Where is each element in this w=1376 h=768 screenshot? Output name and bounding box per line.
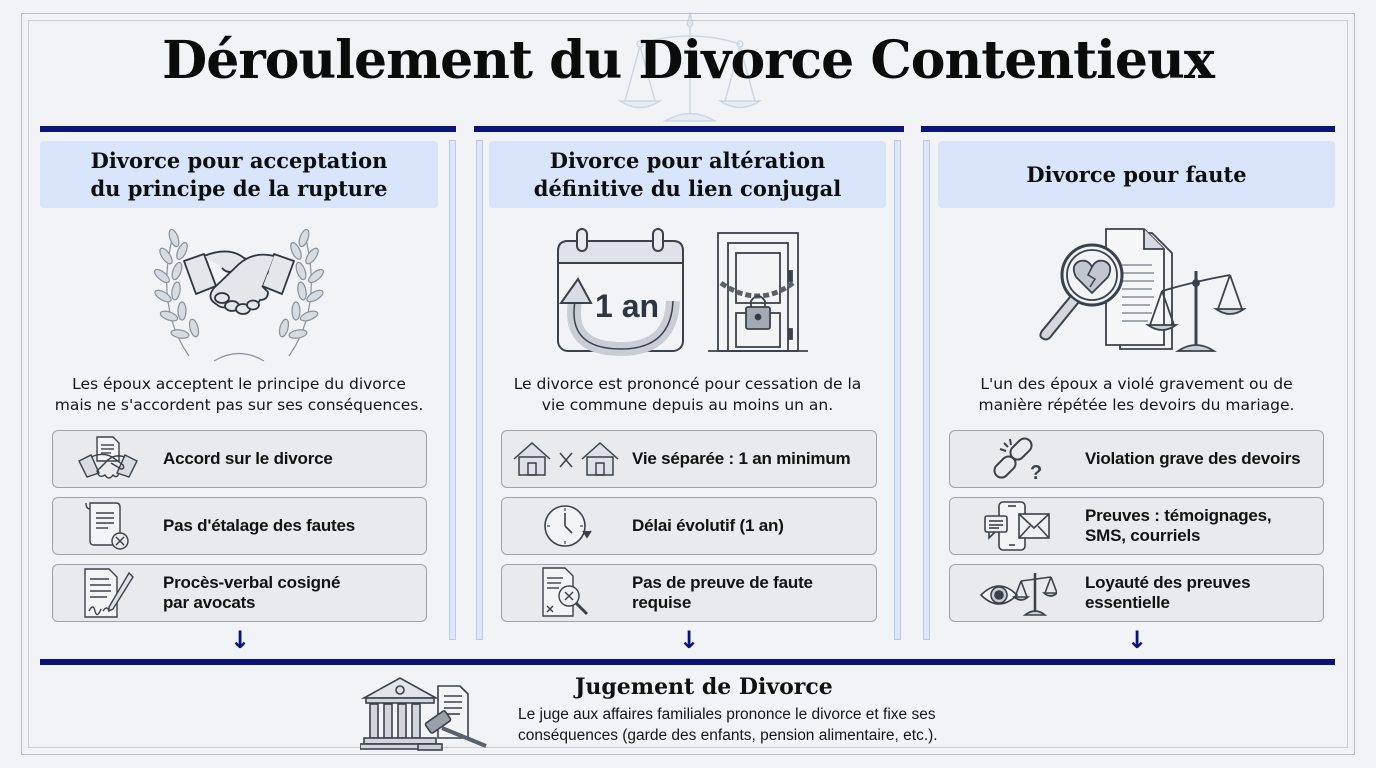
feature-item: Preuves : témoignages, SMS, courriels (949, 497, 1324, 555)
column-alteration: Divorce pour altération définitive du li… (474, 126, 904, 656)
column-description: Les époux acceptent le principe du divor… (54, 375, 424, 414)
feature-item: Pas de preuve de faute requise (501, 564, 877, 622)
feature-item: Procès-verbal cosigné par avocats (52, 564, 427, 622)
calendar-locked-door-icon: 1 an (556, 228, 808, 357)
column-heading: Divorce pour faute (938, 141, 1335, 208)
separate-houses-icon (502, 439, 632, 479)
column-illustration (40, 216, 438, 366)
judgement-title: Jugement de Divorce (575, 674, 833, 700)
judgement-description: Le juge aux affaires familiales prononce… (518, 706, 938, 744)
flow-arrow-down-icon: ↓ (679, 626, 700, 654)
page-title: Déroulement du Divorce Contentieux (162, 30, 1215, 91)
feature-label: Procès-verbal cosigné par avocats (163, 573, 341, 612)
magnifier-broken-heart-scales-icon (1038, 228, 1247, 352)
judgement-section: Jugement de Divorce Le juge aux affaires… (360, 668, 1020, 758)
feature-item: Accord sur le divorce (52, 430, 427, 488)
svg-text:1 an: 1 an (595, 288, 659, 324)
scroll-no-icon (53, 499, 163, 553)
feature-label: Pas de preuve de faute requise (632, 573, 813, 612)
feature-label: Loyauté des preuves essentielle (1085, 573, 1251, 612)
flow-arrow-down-icon: ↓ (230, 626, 251, 654)
column-acceptation: Divorce pour acceptation du principe de … (40, 126, 456, 656)
broken-link-icon: ? (950, 433, 1085, 485)
signed-document-pen-icon (53, 567, 163, 619)
column-description: L'un des époux a violé gravement ou de m… (978, 375, 1295, 414)
pillar-divider (449, 140, 456, 640)
column-illustration (938, 216, 1335, 366)
feature-label: Preuves : témoignages, SMS, courriels (1085, 506, 1272, 545)
handshake-laurel-icon (154, 228, 324, 362)
phone-message-mail-icon (950, 500, 1085, 552)
pillar-divider (894, 140, 901, 640)
eye-scales-icon (950, 569, 1085, 617)
flow-arrow-down-icon: ↓ (1127, 626, 1148, 654)
column-top-bar (40, 126, 456, 132)
feature-label: Accord sur le divorce (163, 449, 333, 468)
column-top-bar (921, 126, 1335, 132)
judgement-top-bar (40, 659, 1335, 665)
feature-label: Pas d'étalage des fautes (163, 516, 355, 535)
courthouse-gavel-icon (360, 672, 495, 752)
column-top-bar (474, 126, 904, 132)
feature-item: Pas d'étalage des fautes (52, 497, 427, 555)
feature-label: Violation grave des devoirs (1085, 449, 1301, 468)
pillar-divider (923, 140, 930, 640)
pillar-divider (476, 140, 483, 640)
feature-item: Vie séparée : 1 an minimum (501, 430, 877, 488)
svg-text:?: ? (1030, 462, 1042, 484)
column-heading: Divorce pour altération définitive du li… (489, 141, 886, 208)
clock-icon (502, 501, 632, 551)
handshake-document-icon (53, 435, 163, 483)
feature-label: Vie séparée : 1 an minimum (632, 449, 851, 468)
column-heading: Divorce pour acceptation du principe de … (40, 141, 438, 208)
column-faute: Divorce pour faute (921, 126, 1335, 656)
column-description: Le divorce est prononcé pour cessation d… (513, 375, 862, 414)
feature-label: Délai évolutif (1 an) (632, 516, 784, 535)
feature-item: ? Violation grave des devoirs (949, 430, 1324, 488)
feature-item: Loyauté des preuves essentielle (949, 564, 1324, 622)
column-illustration: 1 an (489, 216, 886, 366)
feature-item: Délai évolutif (1 an) (501, 497, 877, 555)
document-search-no-icon (502, 566, 632, 620)
